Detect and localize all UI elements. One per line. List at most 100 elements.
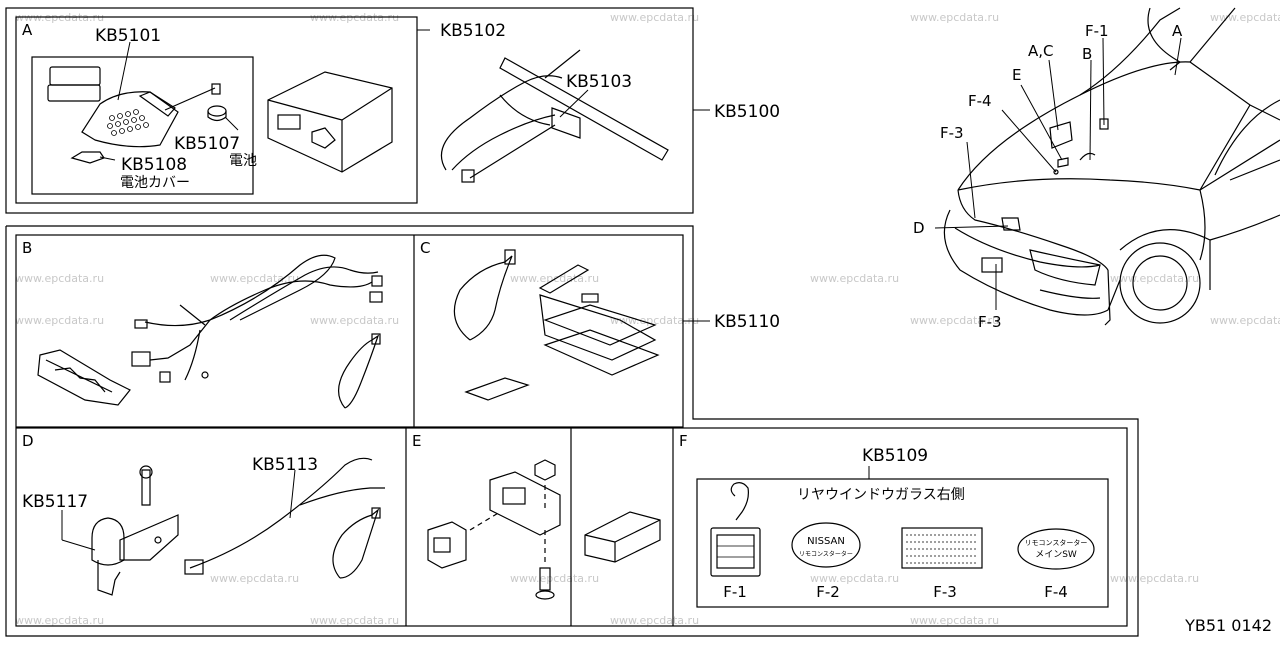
leader-lines bbox=[61, 29, 1182, 551]
section-letter-b: B bbox=[22, 239, 32, 257]
car-front-edge bbox=[957, 189, 1109, 271]
watermark: www.epcdata.ru bbox=[910, 614, 999, 627]
watermark: www.epcdata.ru bbox=[310, 314, 399, 327]
section-d-drawings bbox=[91, 457, 385, 596]
antenna-bracket bbox=[551, 107, 581, 139]
screw bbox=[539, 567, 551, 591]
part-number-kb5107: KB5107 bbox=[174, 134, 240, 154]
main-harness-connector bbox=[37, 349, 131, 406]
callout-f4: F-4 bbox=[968, 92, 992, 110]
mounting-pad-top bbox=[538, 264, 590, 294]
antenna-element bbox=[499, 57, 669, 161]
section-a-frame bbox=[15, 16, 418, 204]
watermark: www.epcdata.ru bbox=[1110, 272, 1199, 285]
cable-tie-c bbox=[453, 255, 513, 341]
watermark: www.epcdata.ru bbox=[810, 272, 899, 285]
section-letter-a: A bbox=[22, 21, 33, 39]
cable-tie-b bbox=[338, 334, 380, 409]
mounting-pad bbox=[539, 294, 657, 361]
car-windshield-a bbox=[1079, 7, 1181, 96]
part-number-kb5110: KB5110 bbox=[714, 312, 780, 332]
f-label-f4: F-4 bbox=[1044, 583, 1068, 601]
watermark: www.epcdata.ru bbox=[510, 572, 599, 585]
f1-label bbox=[710, 527, 761, 577]
cable-tie-d bbox=[332, 508, 380, 579]
section-f-drawings: NISSAN リモコンスターター リモコンスターター メインSW bbox=[710, 482, 1095, 577]
section-letter-c: C bbox=[420, 239, 430, 257]
watermark: www.epcdata.ru bbox=[15, 614, 104, 627]
car-headlight bbox=[954, 227, 1101, 268]
watermark: www.epcdata.ru bbox=[610, 614, 699, 627]
callout-f1: F-1 bbox=[1085, 22, 1109, 40]
section-letter-e: E bbox=[412, 432, 421, 450]
watermark: www.epcdata.ru bbox=[510, 272, 599, 285]
f-panel-text: リヤウインドウガラス右側 F-1 F-2 F-3 F-4 bbox=[723, 487, 1068, 601]
part-desc-kb5108: 電池カバー bbox=[120, 175, 190, 191]
watermark: www.epcdata.ru bbox=[15, 314, 104, 327]
watermark: www.epcdata.ru bbox=[610, 11, 699, 24]
callout-ac: A,C bbox=[1028, 42, 1054, 60]
wire-harness bbox=[144, 254, 336, 327]
watermarks: www.epcdata.ru www.epcdata.ru www.epcdat… bbox=[15, 11, 1280, 627]
part-number-kb5103: KB5103 bbox=[566, 72, 632, 92]
hood-switch bbox=[91, 517, 125, 566]
f2-nissan-text: NISSAN bbox=[807, 536, 845, 547]
section-letters: A B C D E F bbox=[22, 21, 688, 450]
section-letter-d: D bbox=[22, 432, 34, 450]
f-label-f3: F-3 bbox=[933, 583, 957, 601]
watermark: www.epcdata.ru bbox=[810, 572, 899, 585]
part-number-kb5108: KB5108 bbox=[121, 155, 187, 175]
part-number-kb5100: KB5100 bbox=[714, 102, 780, 122]
callout-e: E bbox=[1012, 66, 1021, 84]
car-callouts: A F-1 B A,C E F-4 F-3 D F-3 bbox=[913, 22, 1183, 331]
section-e-drawings bbox=[427, 459, 661, 600]
watermark: www.epcdata.ru bbox=[1210, 314, 1280, 327]
f4-main-switch-label bbox=[1017, 528, 1095, 570]
part-number-kb5113: KB5113 bbox=[252, 455, 318, 475]
f3-label bbox=[901, 527, 983, 569]
bolt bbox=[141, 469, 151, 506]
f2-sub-text: リモコンスターター bbox=[799, 550, 853, 558]
part-number-kb5102: KB5102 bbox=[440, 21, 506, 41]
car-drawing bbox=[943, 7, 1280, 326]
watermark: www.epcdata.ru bbox=[910, 314, 999, 327]
f-label-panel-frame bbox=[696, 478, 1109, 608]
battery-cover bbox=[70, 151, 105, 164]
car-fender bbox=[1199, 189, 1206, 261]
watermark: www.epcdata.ru bbox=[210, 572, 299, 585]
f-panel-title: リヤウインドウガラス右側 bbox=[797, 487, 965, 503]
watermark: www.epcdata.ru bbox=[910, 11, 999, 24]
remote-keypad bbox=[107, 109, 149, 136]
kb5101-kit-frame bbox=[31, 56, 254, 195]
watermark: www.epcdata.ru bbox=[1110, 572, 1199, 585]
f4-line1: リモコンスターター bbox=[1025, 538, 1088, 547]
f1-hanger bbox=[730, 482, 749, 521]
part-labels: KB5101 KB5102 KB5103 KB5100 KB5107 電池 KB… bbox=[22, 21, 928, 512]
section-a-drawings bbox=[47, 49, 669, 183]
foam-pad bbox=[584, 511, 661, 563]
antenna-cable bbox=[440, 75, 563, 171]
adhesive-sheet bbox=[464, 377, 530, 401]
part-number-kb5117: KB5117 bbox=[22, 492, 88, 512]
watermark: www.epcdata.ru bbox=[210, 272, 299, 285]
callout-b: B bbox=[1082, 45, 1092, 63]
watermark: www.epcdata.ru bbox=[15, 272, 104, 285]
section-letter-f: F bbox=[679, 432, 688, 450]
f4-line2: メインSW bbox=[1035, 550, 1077, 560]
switch-bracket-e bbox=[489, 471, 561, 536]
callout-f3-bottom: F-3 bbox=[978, 313, 1002, 331]
f-label-f1: F-1 bbox=[723, 583, 747, 601]
remote-transmitter bbox=[81, 91, 179, 148]
hood-switch-harness bbox=[189, 457, 373, 569]
section-b-drawings bbox=[37, 254, 383, 409]
key-blank-top bbox=[49, 66, 101, 86]
part-desc-kb5107: 電池 bbox=[229, 153, 257, 169]
f2-nissan-label bbox=[791, 522, 861, 568]
front-wheel bbox=[1119, 242, 1201, 324]
battery bbox=[207, 105, 227, 117]
nut bbox=[534, 459, 556, 481]
part-number-kb5101: KB5101 bbox=[95, 26, 161, 46]
section-bc-frame bbox=[15, 234, 684, 428]
